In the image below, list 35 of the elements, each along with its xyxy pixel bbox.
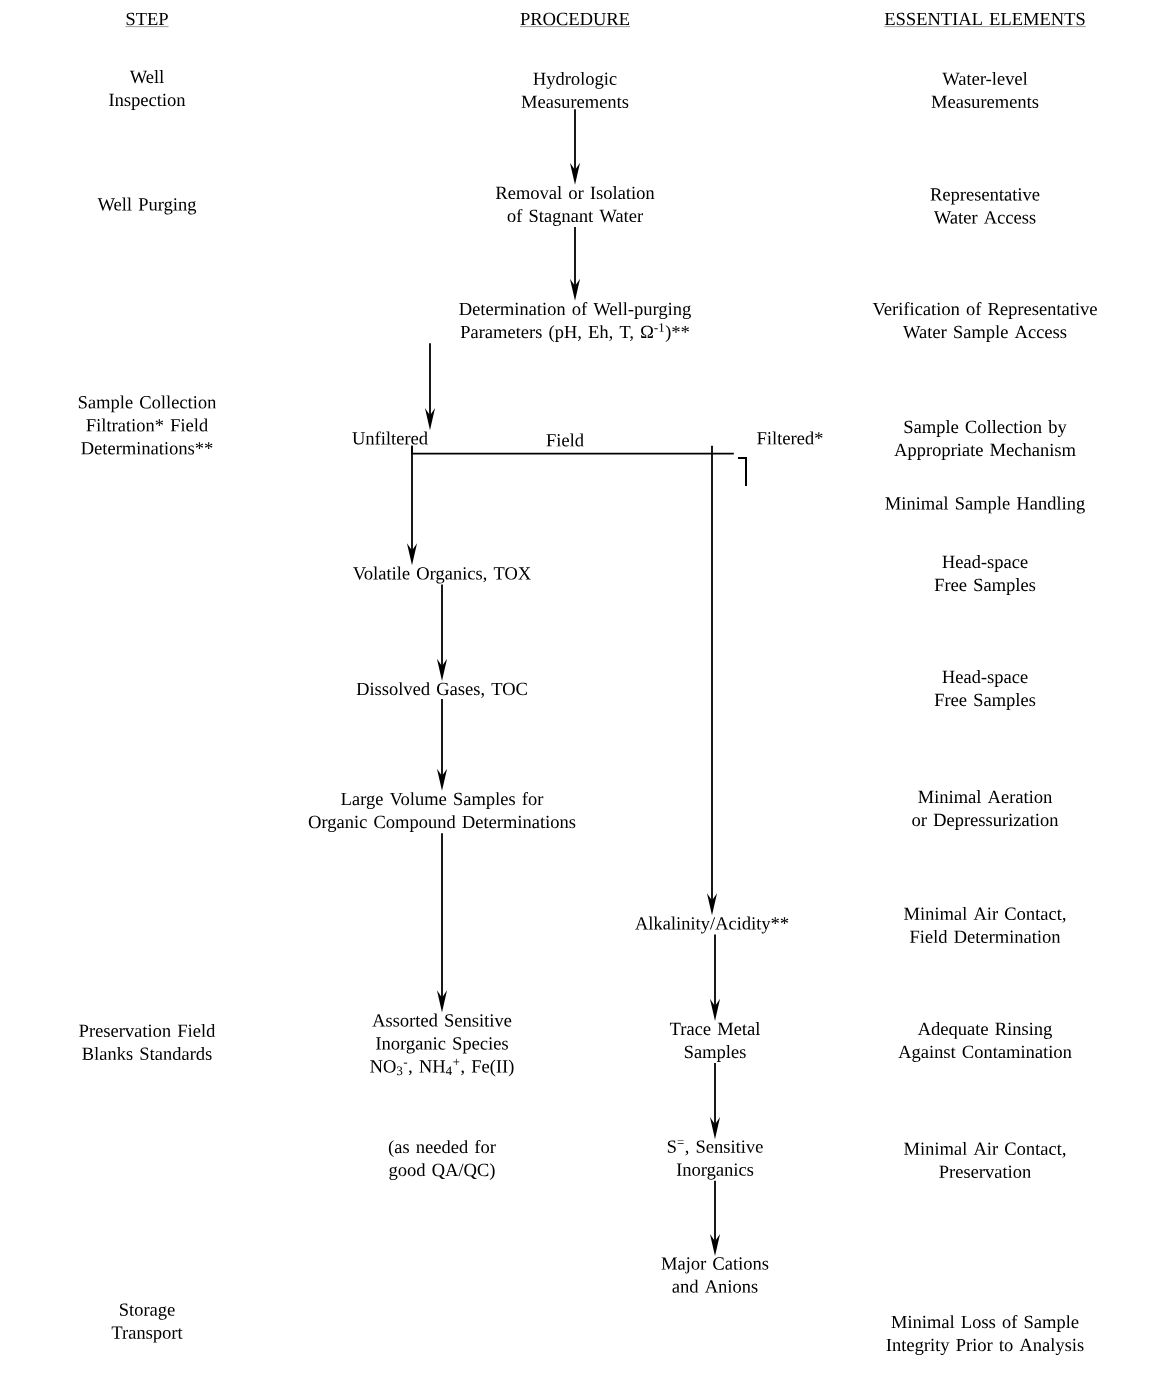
- label-text: Preservation Field Blanks Standards: [79, 1024, 216, 1061]
- column-header: PROCEDURE: [519, 12, 631, 27]
- label-text: Sample Collection by Appropriate Mechanism: [894, 420, 1076, 460]
- label-text: Representative Water Access: [930, 188, 1040, 224]
- step-text: Unfiltered: [352, 431, 428, 445]
- step-text: Filtered*: [757, 431, 823, 445]
- column-header: ESSENTIAL ELEMENTS: [884, 12, 1086, 27]
- note-text: (as needed for good QA/QC): [388, 1140, 496, 1181]
- step-text: Assorted Sensitive Inorganic Species NO$_{3}$$^{-}$, NH$_{4}$$^{+}$, Fe(II): [370, 1013, 514, 1077]
- step-text: Large Volume Samples for Organic Compound Determinations: [308, 792, 576, 832]
- label-text: Minimal Loss of Sample Integrity Prior to Analysis: [886, 1315, 1084, 1356]
- column-header: STEP: [125, 12, 169, 27]
- step-text: Hydrologic Measurements: [521, 72, 629, 108]
- label-text: Well Purging: [97, 197, 197, 215]
- label-text: Well Inspection: [109, 70, 186, 110]
- step-text: Volatile Organics, TOX: [353, 566, 531, 584]
- label-text: Water-level Measurements: [931, 72, 1039, 108]
- step-text: Determination of Well-purging Parameters (pH, Eh, T, Ω$^{-1}$)**: [459, 302, 691, 342]
- step-text: Removal or Isolation of Stagnant Water: [495, 186, 655, 226]
- label-text: Adequate Rinsing Against Contamination: [898, 1022, 1072, 1062]
- label-text: Sample Collection Filtration* Field Determinations**: [78, 395, 217, 455]
- step-text: Alkalinity/Acidity**: [635, 916, 789, 934]
- field-label: Field: [546, 433, 584, 447]
- step-text: Trace Metal Samples: [669, 1022, 761, 1062]
- label-text: Head-space Free Samples: [934, 670, 1036, 710]
- step-text: Dissolved Gases, TOC: [356, 682, 527, 698]
- label-text: Storage Transport: [111, 1303, 183, 1343]
- label-text: Head-space Free Samples: [934, 555, 1036, 595]
- label-text: Verification of Representative Water Sample Access: [872, 302, 1097, 342]
- label-text: Minimal Air Contact, Field Determination: [904, 907, 1066, 943]
- label-text: Minimal Air Contact, Preservation: [904, 1142, 1066, 1179]
- step-text: Major Cations and Anions: [661, 1257, 769, 1293]
- step-text: S$^{=}$, Sensitive Inorganics: [667, 1140, 763, 1180]
- label-text: Minimal Sample Handling: [885, 496, 1085, 514]
- label-text: Minimal Aeration or Depressurization: [912, 790, 1059, 830]
